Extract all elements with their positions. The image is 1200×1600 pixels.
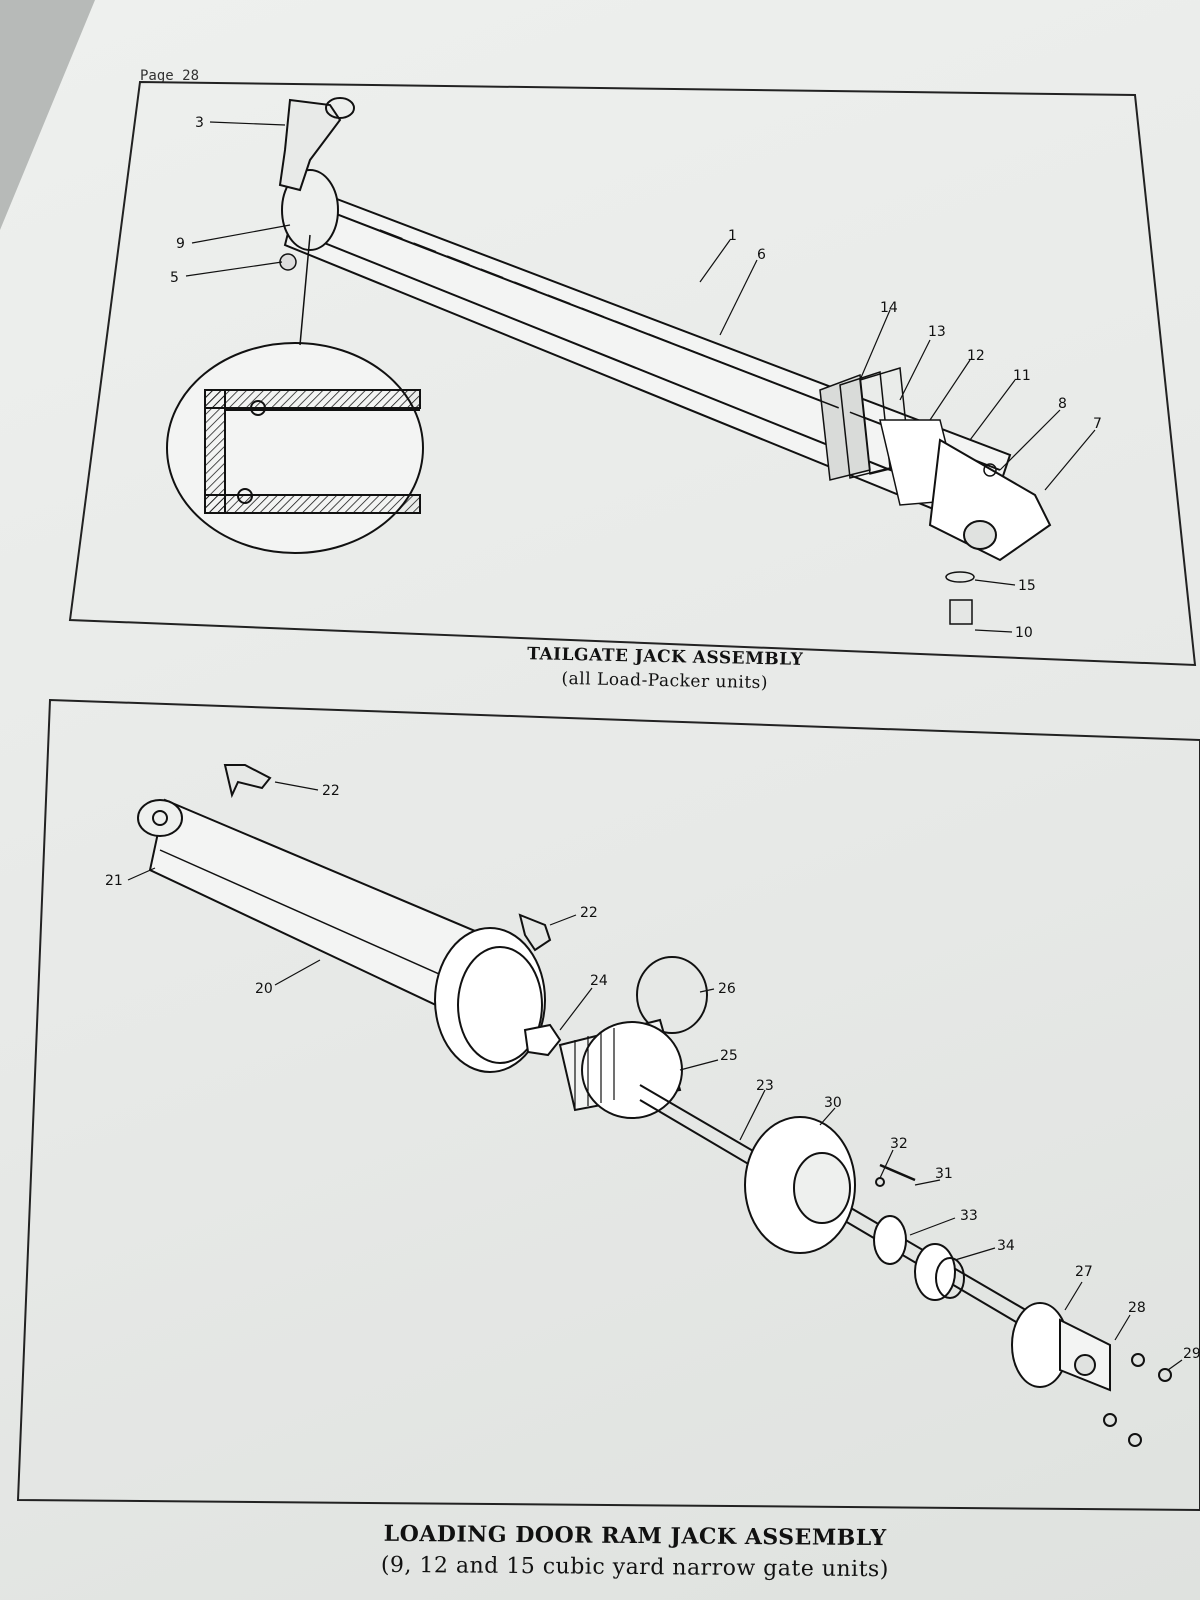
callout-1: 1 xyxy=(728,228,737,244)
callout-31: 31 xyxy=(935,1166,953,1182)
callout-8: 8 xyxy=(1058,396,1067,412)
tailgate-figure-frame xyxy=(68,80,1197,667)
callout-22a: 22 xyxy=(322,783,340,799)
callout-12: 12 xyxy=(967,348,985,364)
tailgate-callout-leaders xyxy=(185,121,1096,633)
callout-26: 26 xyxy=(718,981,736,997)
ram-jack-callouts: 22 21 22 20 24 26 25 23 30 32 31 33 34 2… xyxy=(105,783,1200,1362)
callout-9: 9 xyxy=(176,236,185,252)
ram-jack-caption: LOADING DOOR RAM JACK ASSEMBLY (9, 12 an… xyxy=(300,1517,971,1587)
callout-20: 20 xyxy=(255,981,273,997)
callout-7: 7 xyxy=(1093,416,1102,432)
callout-21: 21 xyxy=(105,873,123,889)
callout-24: 24 xyxy=(590,973,608,989)
callout-11: 11 xyxy=(1013,368,1031,384)
tailgate-jack-drawing xyxy=(278,97,1052,562)
page-number: Page 28 xyxy=(140,68,200,84)
tailgate-small-parts xyxy=(279,253,997,625)
magnified-detail xyxy=(166,234,424,554)
callout-10: 10 xyxy=(1015,625,1033,641)
callout-32: 32 xyxy=(890,1136,908,1152)
callout-34: 34 xyxy=(997,1238,1015,1254)
tailgate-caption: TAILGATE JACK ASSEMBLY (all Load-Packer … xyxy=(430,640,901,698)
callout-23: 23 xyxy=(756,1078,774,1094)
callout-15: 15 xyxy=(1018,578,1036,594)
ram-jack-callout-leaders xyxy=(127,781,1183,1371)
callout-6: 6 xyxy=(757,247,766,263)
callout-25: 25 xyxy=(720,1048,738,1064)
callout-33: 33 xyxy=(960,1208,978,1224)
tailgate-callouts: 3 9 5 1 6 14 13 12 11 8 7 15 10 xyxy=(170,115,1102,641)
callout-30: 30 xyxy=(824,1095,842,1111)
ram-jack-drawing xyxy=(137,764,1172,1447)
ram-jack-figure-frame xyxy=(16,698,1200,1512)
ram-jack-subtitle: (9, 12 and 15 cubic yard narrow gate uni… xyxy=(380,1552,889,1583)
callout-28: 28 xyxy=(1128,1300,1146,1316)
callout-13: 13 xyxy=(928,324,946,340)
callout-27: 27 xyxy=(1075,1264,1093,1280)
callout-29: 29 xyxy=(1183,1346,1200,1362)
callout-5: 5 xyxy=(170,270,179,286)
callout-14: 14 xyxy=(880,300,898,316)
callout-3: 3 xyxy=(195,115,204,131)
callout-22b: 22 xyxy=(580,905,598,921)
